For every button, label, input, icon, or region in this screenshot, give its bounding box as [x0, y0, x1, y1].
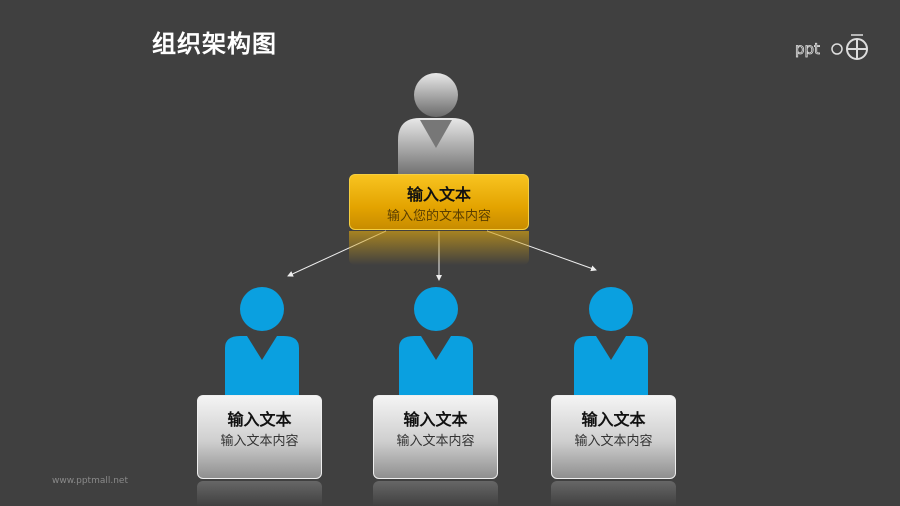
- sub-node-box-1[interactable]: 输入文本 输入文本内容: [197, 395, 322, 479]
- sub-node-reflection: [551, 481, 676, 506]
- page-title: 组织架构图: [152, 30, 277, 58]
- sub-node-reflection: [373, 481, 498, 506]
- sub-node-subtitle: 输入文本内容: [574, 434, 653, 449]
- person-icon-3: [574, 287, 648, 395]
- top-node-subtitle: 输入您的文本内容: [386, 209, 491, 224]
- person-icon-1: [225, 287, 299, 395]
- sub-node-title: 输入文本: [581, 410, 646, 429]
- top-node-reflection: [349, 231, 529, 265]
- sub-node-subtitle: 输入文本内容: [220, 434, 299, 449]
- person-icon-2: [399, 287, 473, 395]
- top-node-title: 输入文本: [406, 185, 471, 204]
- sub-node-box-2[interactable]: 输入文本 输入文本内容: [373, 395, 498, 479]
- sub-node-title: 输入文本: [403, 410, 468, 429]
- sub-node-subtitle: 输入文本内容: [396, 434, 475, 449]
- top-node-box[interactable]: 输入文本 输入您的文本内容: [349, 174, 529, 230]
- footer-url: www.pptmall.net: [52, 476, 128, 486]
- sub-node-box-3[interactable]: 输入文本 输入文本内容: [551, 395, 676, 479]
- sub-node-reflection: [197, 481, 322, 506]
- sub-node-title: 输入文本: [227, 410, 292, 429]
- logo-text-icon: ppt: [795, 40, 820, 58]
- ppt-logo: ppt: [795, 34, 875, 68]
- top-person-icon: [398, 73, 474, 178]
